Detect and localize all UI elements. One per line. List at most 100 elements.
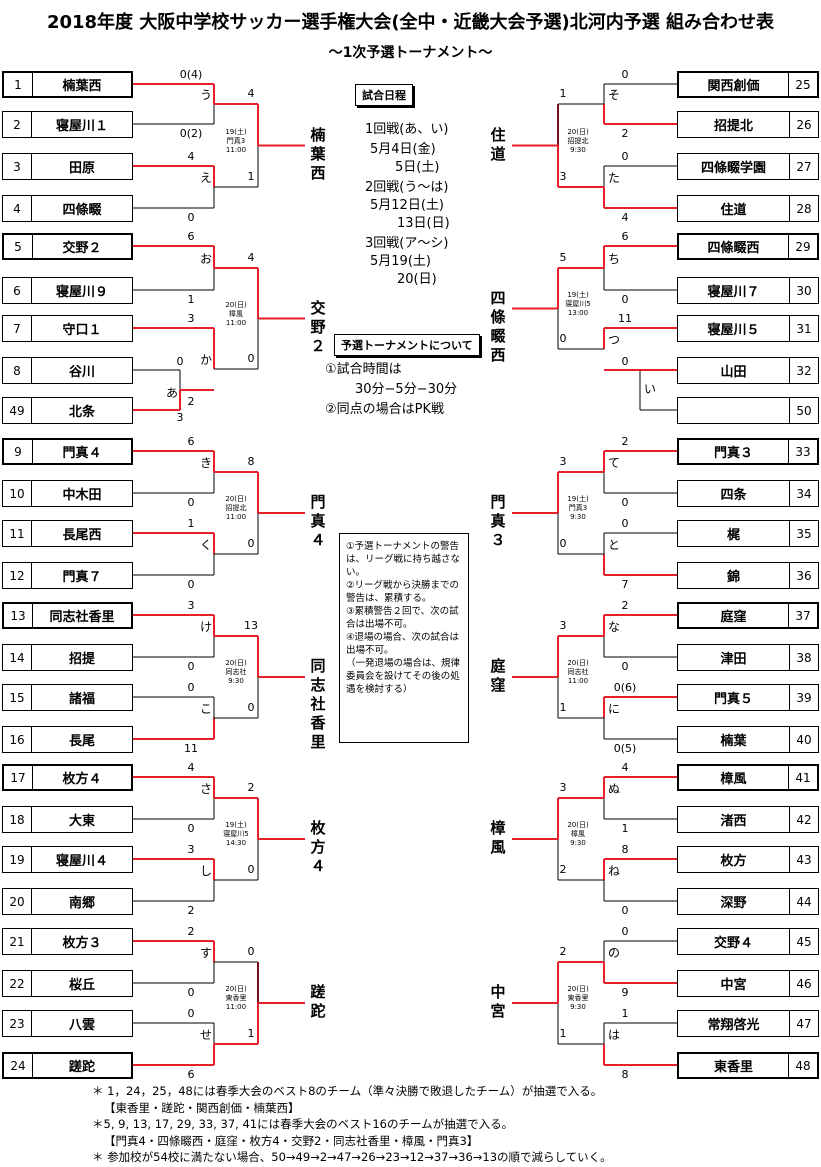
team-number: 46 xyxy=(789,971,818,996)
score: 6 xyxy=(621,230,629,243)
game-label: ち xyxy=(607,252,620,266)
team-name: 招提北 xyxy=(713,119,753,134)
team-name: 北条 xyxy=(68,405,95,420)
score: 6 xyxy=(187,230,195,243)
score: 9 xyxy=(621,986,629,999)
game-label: せ xyxy=(199,1028,212,1042)
schedule-label: 試合日程 xyxy=(355,84,413,106)
group-winner: 楠葉西 xyxy=(310,125,326,182)
team-name: 谷川 xyxy=(68,365,95,380)
team-name: 門真５ xyxy=(713,692,753,707)
score: 4 xyxy=(247,87,255,100)
score: 1 xyxy=(247,1027,255,1040)
score: 2 xyxy=(187,904,195,917)
score: 0(5) xyxy=(613,742,637,755)
team-number: 27 xyxy=(789,154,818,179)
score: 3 xyxy=(176,411,184,424)
team-name: 枚方４ xyxy=(62,772,102,787)
game-label: の xyxy=(607,946,620,960)
score: 6 xyxy=(187,435,195,448)
score: 2 xyxy=(187,395,195,408)
score: 1 xyxy=(621,1007,629,1020)
about-label: 予選トーナメントについて xyxy=(334,334,480,356)
score: 0 xyxy=(247,863,255,876)
score: 11 xyxy=(184,742,198,755)
team-number: 7 xyxy=(3,316,32,341)
schedule-line: 3回戦(ア〜シ) xyxy=(365,236,449,251)
team-number: 36 xyxy=(789,563,818,588)
score: 4 xyxy=(187,761,195,774)
game-label: と xyxy=(607,538,620,552)
game-label: つ xyxy=(607,333,620,347)
schedule-line: 5日(土) xyxy=(395,160,440,175)
game-label: こ xyxy=(199,702,212,716)
group-winner: 四條畷西 xyxy=(490,288,506,364)
score: 0 xyxy=(559,332,567,345)
score: 0(2) xyxy=(179,127,203,140)
score: 8 xyxy=(247,455,255,468)
game-label: そ xyxy=(607,88,620,102)
rules-box: ①予選トーナメントの警告は、リーグ戦に持ち越さない。②リーグ戦から決勝までの警告… xyxy=(339,533,469,743)
page-title: 2018年度 大阪中学校サッカー選手権大会(全中・近畿大会予選)北河内予選 組み… xyxy=(46,12,775,33)
score: 3 xyxy=(559,170,567,183)
team-name: 楠葉西 xyxy=(62,79,102,94)
score: 0 xyxy=(621,660,629,673)
score: 0 xyxy=(187,1007,195,1020)
about-line: ①試合時間は xyxy=(325,362,402,377)
team-number: 30 xyxy=(789,278,818,303)
score: 0 xyxy=(559,537,567,550)
team-number: 14 xyxy=(3,645,32,670)
team-name: 四條畷 xyxy=(62,203,102,218)
score: 0 xyxy=(187,986,195,999)
team-number: 16 xyxy=(3,727,32,752)
game-label: お xyxy=(199,252,212,266)
team-name: 諸福 xyxy=(68,692,95,707)
team-number: 41 xyxy=(788,766,817,789)
team-name: 枚方 xyxy=(720,854,747,869)
group-winner: 住道 xyxy=(490,125,506,163)
score: 2 xyxy=(621,127,629,140)
score: 0 xyxy=(176,355,184,368)
schedule-line: 5月4日(金) xyxy=(370,142,436,157)
team-number: 32 xyxy=(789,358,818,383)
schedule-line: 1回戦(あ、い) xyxy=(365,122,449,137)
about-line: 30分−5分−30分 xyxy=(355,382,458,397)
game-label: う xyxy=(199,88,212,102)
team-number: 39 xyxy=(789,685,818,710)
footnote: ＊5, 9, 13, 17, 29, 33, 37, 41には春季大会のベスト1… xyxy=(92,1117,514,1131)
team-name: 枚方３ xyxy=(62,936,102,951)
game-label: た xyxy=(607,171,620,185)
score: 0 xyxy=(187,822,195,835)
score: 11 xyxy=(618,312,632,325)
schedule-line: 5月19(土) xyxy=(370,254,431,269)
score: 3 xyxy=(187,312,195,325)
team-name: 庭窪 xyxy=(720,610,747,625)
team-name: 寝屋川４ xyxy=(55,854,108,869)
score: 2 xyxy=(559,945,567,958)
team-name: 錦 xyxy=(726,570,740,585)
team-name: 渚西 xyxy=(720,814,747,829)
score: 1 xyxy=(187,517,195,530)
team-number: 5 xyxy=(4,235,33,258)
